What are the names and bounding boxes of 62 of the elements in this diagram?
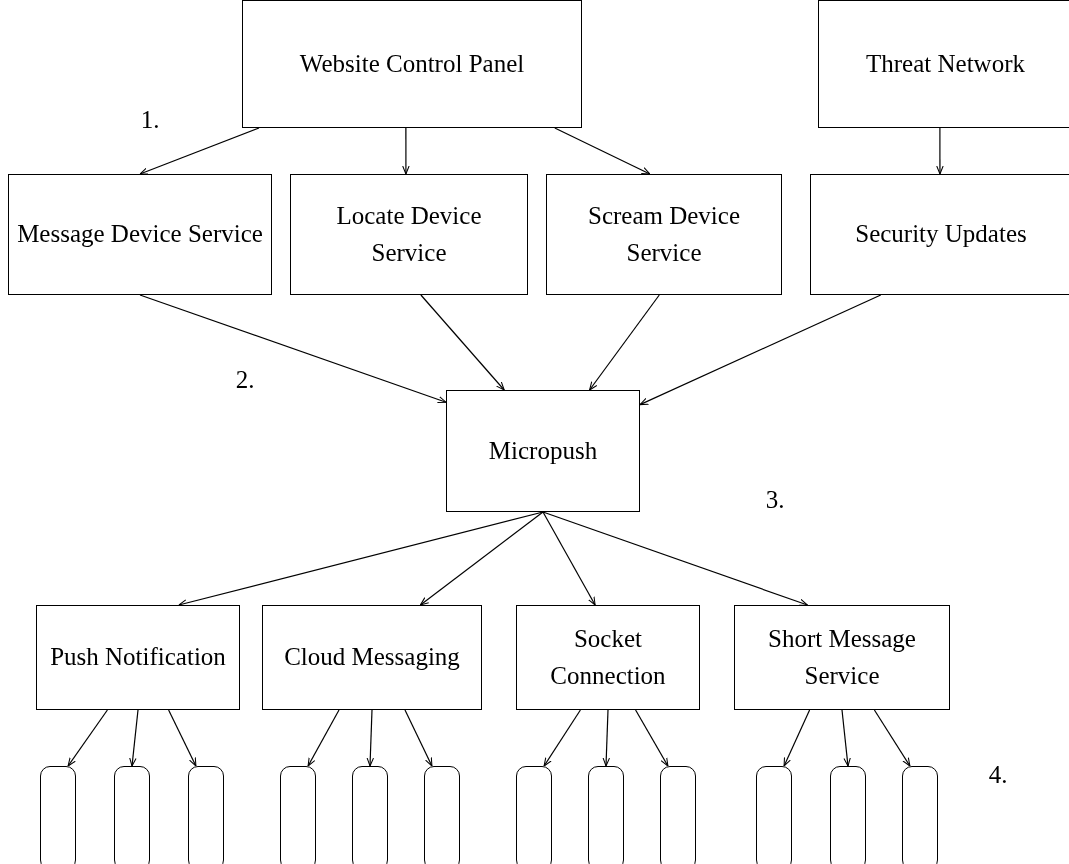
- arrow: [139, 127, 260, 175]
- device-box: [40, 766, 76, 864]
- device-box: [516, 766, 552, 864]
- arrow: [139, 294, 447, 404]
- arrow: [366, 709, 374, 767]
- arrow: [419, 511, 544, 606]
- process-box: [242, 0, 582, 128]
- process-box: [262, 605, 482, 710]
- arrow: [129, 709, 139, 767]
- process-box: [8, 174, 272, 295]
- arrow: [602, 709, 610, 767]
- node-label: Short Message Service: [767, 624, 917, 691]
- arrow: [841, 709, 851, 767]
- arrow: [936, 127, 944, 175]
- arrow: [783, 709, 811, 767]
- arrow: [639, 294, 882, 406]
- node-label: Message Device Service: [16, 219, 264, 250]
- node-label: Threat Network: [865, 48, 1026, 79]
- arrow: [67, 709, 108, 767]
- step-number: 3.: [765, 486, 785, 514]
- node-label: Socket Connection: [549, 624, 667, 691]
- arrow: [168, 709, 197, 767]
- process-box: [446, 390, 640, 512]
- process-box: [290, 174, 528, 295]
- process-box: [546, 174, 782, 295]
- device-box: [114, 766, 150, 864]
- arrow: [873, 709, 911, 767]
- process-box: [818, 0, 1069, 128]
- node-label: Cloud Messaging: [283, 642, 461, 673]
- device-box: [830, 766, 866, 864]
- process-box: [516, 605, 700, 710]
- arrow: [588, 294, 660, 391]
- arrow: [542, 511, 809, 606]
- device-box: [902, 766, 938, 864]
- device-box: [588, 766, 624, 864]
- process-box: [36, 605, 240, 710]
- device-box: [424, 766, 460, 864]
- node-label: Scream Device Service: [587, 201, 741, 268]
- node-label: Push Notification: [49, 642, 227, 673]
- arrow: [307, 709, 340, 767]
- step-number: 2.: [235, 366, 255, 394]
- node-label: Website Control Panel: [298, 48, 526, 79]
- device-box: [188, 766, 224, 864]
- node-label: Security Updates: [854, 219, 1028, 250]
- process-box: [734, 605, 950, 710]
- arrow: [543, 709, 581, 767]
- arrow: [178, 511, 544, 607]
- arrow: [420, 294, 505, 391]
- arrow: [404, 709, 433, 767]
- device-box: [660, 766, 696, 864]
- device-box: [756, 766, 792, 864]
- arrow: [402, 127, 410, 175]
- step-number: 4.: [988, 761, 1008, 789]
- arrow: [635, 709, 669, 767]
- process-box: [810, 174, 1069, 295]
- arrow: [554, 127, 651, 175]
- device-box: [352, 766, 388, 864]
- arrow: [542, 511, 596, 606]
- step-number: 1.: [140, 106, 160, 134]
- device-box: [280, 766, 316, 864]
- node-label: Micropush: [487, 435, 599, 466]
- node-label: Locate Device Service: [335, 201, 483, 268]
